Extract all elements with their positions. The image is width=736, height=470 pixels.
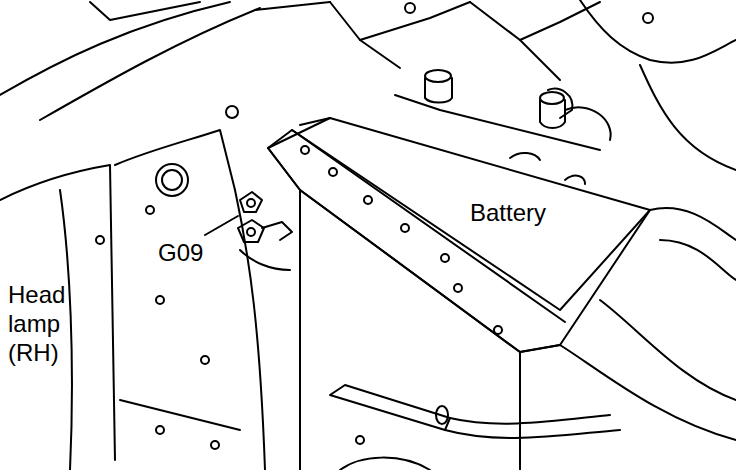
component-label: Head lamp (RH)	[8, 280, 65, 367]
ground-point-label: G09	[158, 238, 203, 267]
component-label: Battery	[470, 198, 546, 227]
